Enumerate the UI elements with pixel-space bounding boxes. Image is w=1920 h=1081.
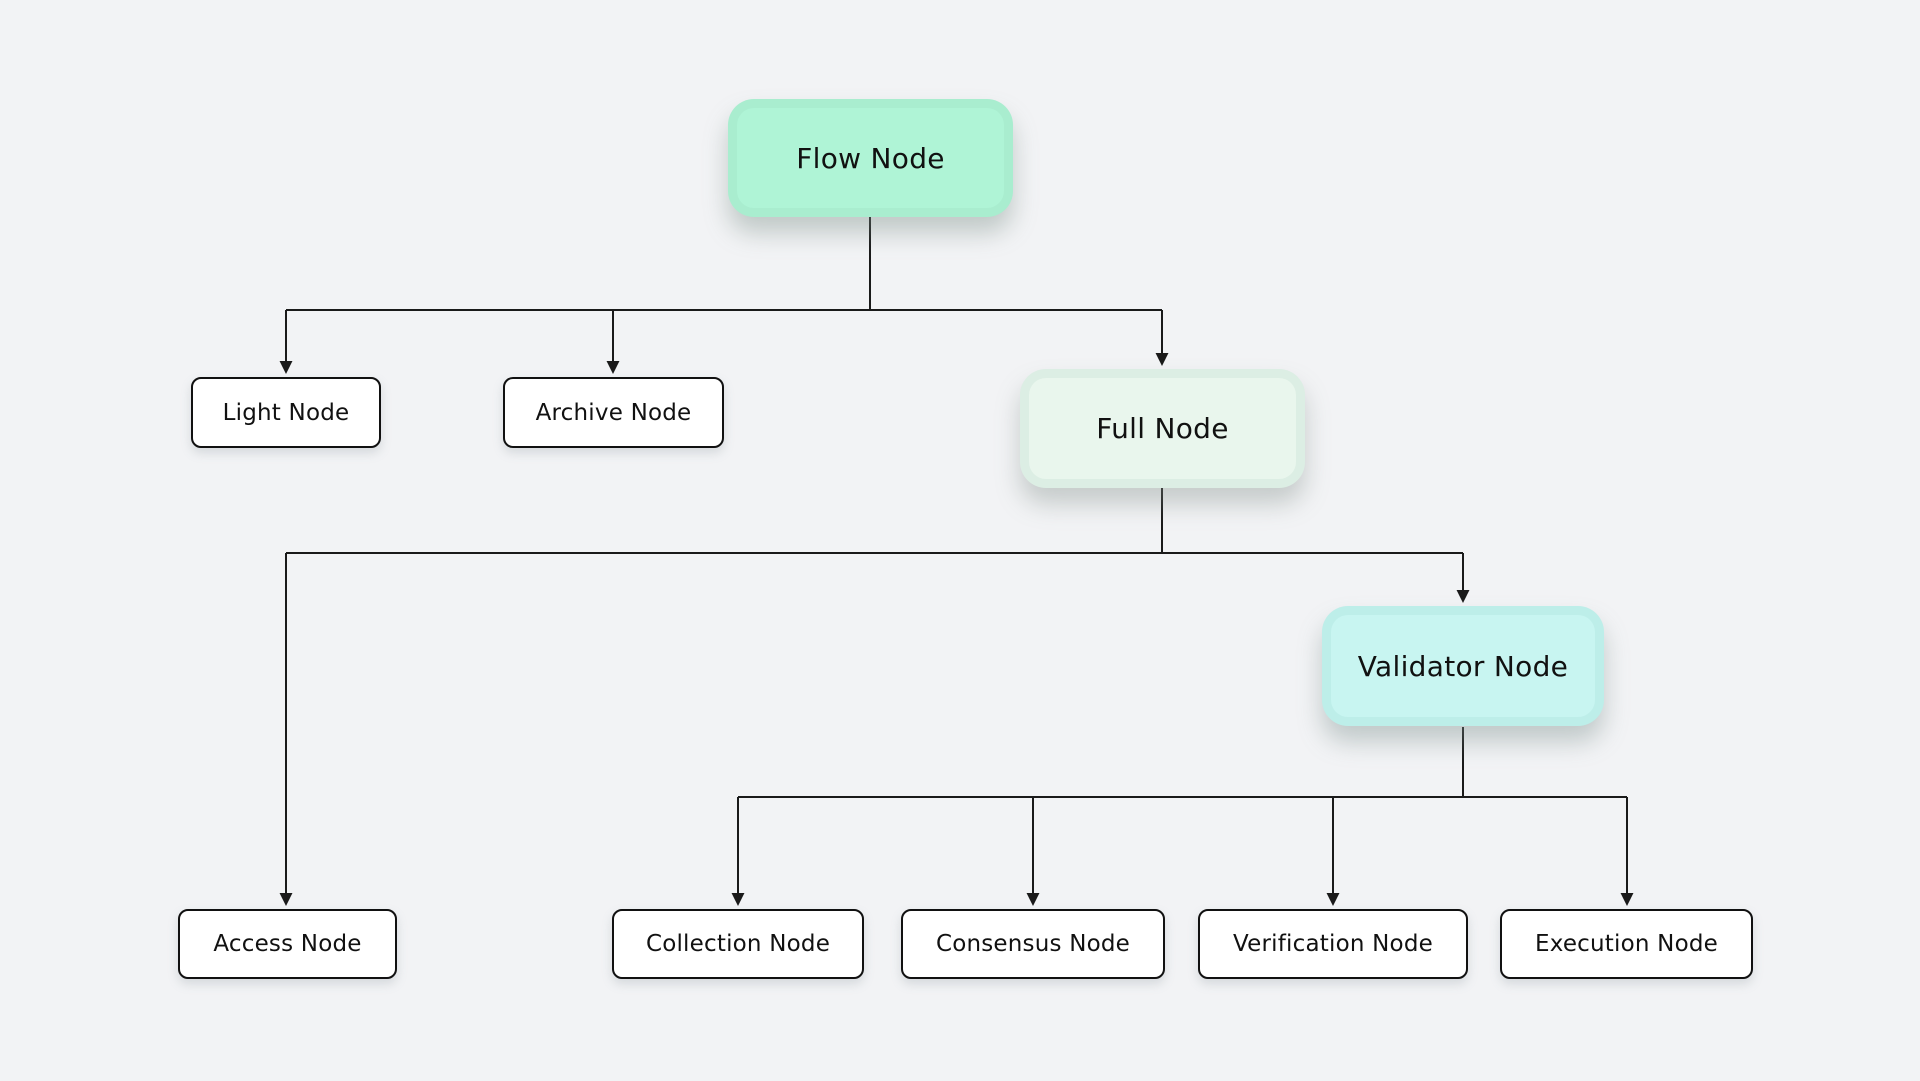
node-access-label: Access Node	[213, 931, 362, 957]
node-flow-label: Flow Node	[796, 141, 945, 175]
node-full: Full Node	[1020, 369, 1305, 488]
node-collection-label: Collection Node	[645, 931, 831, 957]
node-verification-label: Verification Node	[1233, 931, 1433, 957]
node-execution-label: Execution Node	[1534, 931, 1718, 957]
node-consensus: Consensus Node	[901, 909, 1165, 979]
node-validator-label: Validator Node	[1357, 649, 1569, 683]
node-execution: Execution Node	[1500, 909, 1753, 979]
node-archive-label: Archive Node	[535, 399, 692, 426]
node-validator: Validator Node	[1322, 606, 1604, 726]
node-collection: Collection Node	[612, 909, 864, 979]
node-consensus-label: Consensus Node	[935, 931, 1131, 957]
node-flow: Flow Node	[728, 99, 1013, 217]
node-full-label: Full Node	[1096, 412, 1229, 445]
node-access: Access Node	[178, 909, 397, 979]
node-light: Light Node	[191, 377, 381, 448]
node-verification: Verification Node	[1198, 909, 1468, 979]
node-archive: Archive Node	[503, 377, 724, 448]
node-light-label: Light Node	[222, 399, 350, 426]
